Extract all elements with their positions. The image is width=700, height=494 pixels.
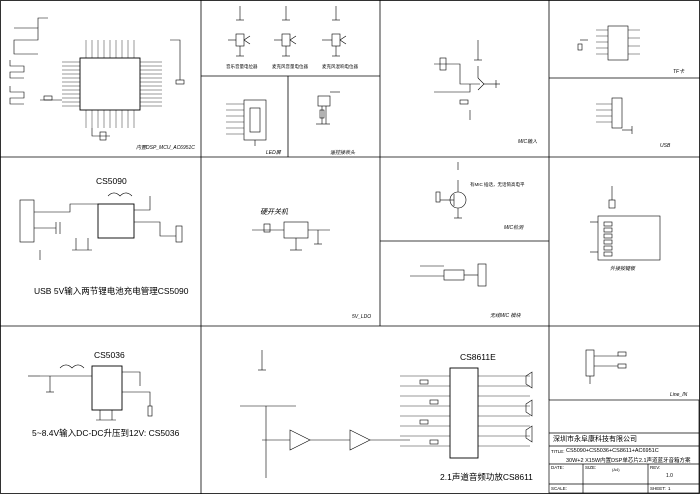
title-line-1: CS5090+CS5036+CS8611+AC6951C bbox=[566, 448, 659, 454]
tf-schematic bbox=[577, 25, 640, 61]
mic-in-schematic bbox=[434, 40, 500, 120]
boost-chip-label: CS5036 bbox=[94, 350, 125, 360]
volume-pots bbox=[228, 6, 347, 57]
title-label: TITLE: bbox=[551, 449, 565, 454]
amp-schematic bbox=[240, 350, 533, 478]
mic-detect-caption: MIC检测 bbox=[504, 225, 524, 231]
rev-value: 1.0 bbox=[666, 473, 673, 479]
led-schematic bbox=[226, 99, 267, 146]
wireless-caption: 无线MIC 模块 bbox=[490, 313, 521, 319]
date-label: DATE: bbox=[551, 465, 564, 470]
volume-knob-label-mic: 麦克风音量电位器 bbox=[272, 64, 308, 69]
mic-detect-note: 有MIC 插话，无话筒高电平 bbox=[470, 181, 525, 188]
tf-caption: TF卡 bbox=[673, 69, 685, 75]
size-label: SIZE: bbox=[585, 465, 597, 470]
ldo-schematic bbox=[252, 221, 330, 251]
led-caption: LED屏 bbox=[266, 150, 281, 156]
charger-caption: USB 5V输入两节锂电池充电管理CS5090 bbox=[34, 286, 189, 296]
size-value: (A4) bbox=[612, 467, 620, 472]
remote-caption: 遥控接收头 bbox=[330, 150, 356, 156]
keys-caption: 外接按键板 bbox=[610, 266, 636, 272]
line-in-schematic bbox=[585, 349, 627, 384]
scale-label: SCALE: bbox=[551, 486, 568, 491]
volume-knob-label-music: 音乐音量电位器 bbox=[226, 64, 258, 69]
mic-in-caption: MIC输入 bbox=[518, 139, 538, 145]
boost-schematic bbox=[28, 364, 153, 421]
line-in-caption: Line_IN bbox=[670, 392, 688, 398]
ldo-caption: 5V_LDO bbox=[352, 314, 371, 320]
mcu-caption: 内置DSP_MCU_AC6951C bbox=[136, 145, 195, 151]
rev-label: REV: bbox=[650, 465, 661, 470]
charger-chip-label: CS5090 bbox=[96, 176, 127, 186]
mic-detect-schematic bbox=[435, 162, 467, 219]
charger-schematic bbox=[19, 192, 183, 260]
amp-caption: 2.1声道音频功放CS8611 bbox=[440, 472, 533, 482]
sheet-label: SHEET: bbox=[650, 486, 666, 491]
title-line-2: 30W+2 X15W内置DSP单芯片2.1声道蓝牙音箱方案 bbox=[566, 458, 691, 464]
keys-schematic bbox=[590, 186, 661, 261]
amp-chip-label: CS8611E bbox=[460, 352, 496, 362]
wireless-schematic bbox=[410, 263, 487, 287]
usb-caption: USB bbox=[660, 143, 671, 149]
usb-schematic bbox=[596, 97, 633, 134]
mcu-schematic bbox=[9, 17, 185, 141]
volume-knob-label-reverb: 麦克风混响电位器 bbox=[322, 64, 358, 69]
title-block-grid bbox=[548, 399, 700, 494]
boost-caption: 5~8.4V输入DC-DC升压到12V: CS5036 bbox=[32, 428, 180, 438]
company-name: 深圳市永阜康科技有限公司 bbox=[553, 436, 637, 443]
ldo-handwritten-note: 硬开关机 bbox=[260, 208, 289, 216]
remote-schematic bbox=[316, 91, 340, 125]
sheet-value: 1 bbox=[668, 486, 671, 491]
